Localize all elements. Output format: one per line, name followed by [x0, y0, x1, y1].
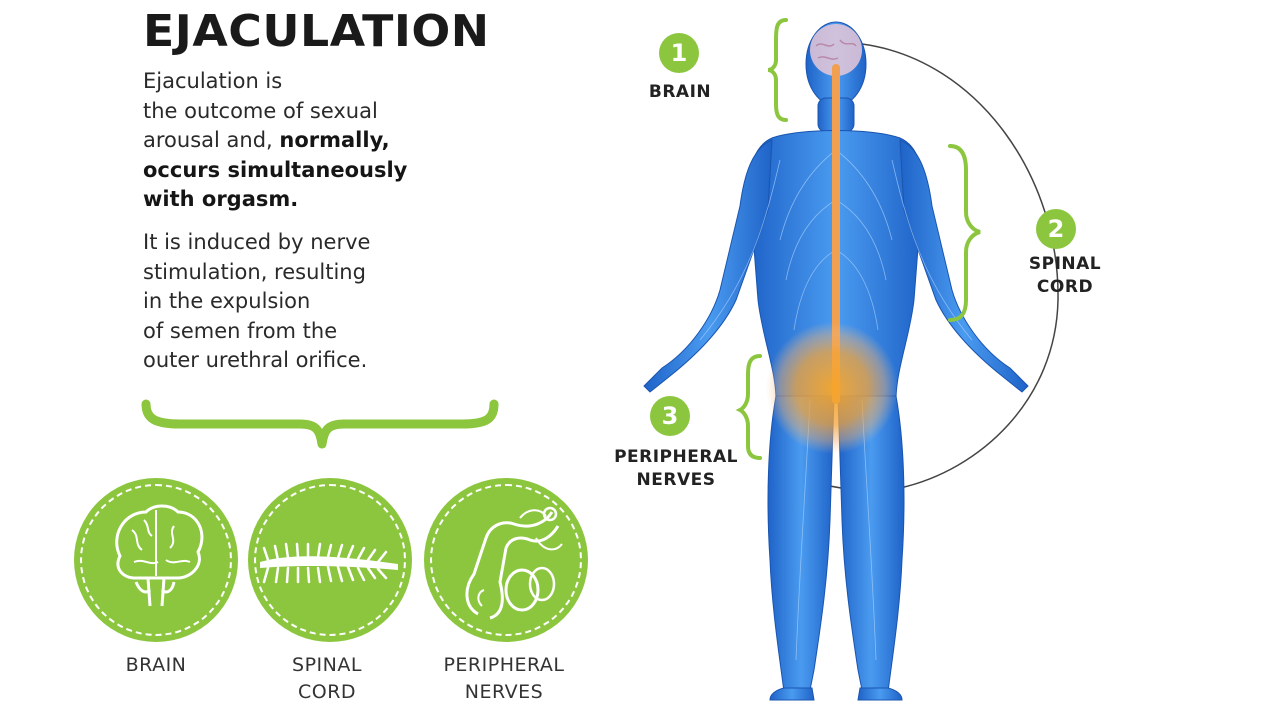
- spinal-cord-bracket: [948, 144, 981, 322]
- brain-icon: [115, 504, 204, 607]
- brain-bracket: [767, 18, 788, 122]
- icon-label-line: SPINAL: [292, 654, 362, 676]
- description-line: outer urethral orifice.: [143, 348, 368, 372]
- callout-label-peripheral-nerves: PERIPHERAL NERVES: [596, 446, 756, 492]
- icon-label-line: PERIPHERAL: [443, 654, 565, 676]
- peripheral-nerves-icon: [465, 506, 563, 620]
- peripheral-nerves-bracket: [735, 354, 762, 460]
- callout-label-spinal-cord: SPINAL CORD: [1015, 253, 1115, 299]
- icon-label-line: BRAIN: [125, 654, 187, 676]
- circle-ring: [254, 484, 406, 636]
- callout-number-1: 1: [659, 33, 699, 73]
- intro-line: the outcome of sexual: [143, 98, 378, 123]
- callout-label-line: NERVES: [636, 470, 716, 490]
- right-leg: [837, 395, 905, 693]
- grouping-brace: [141, 399, 499, 449]
- brain-icon-circle: [74, 478, 238, 642]
- callout-number-2: 2: [1036, 209, 1076, 249]
- connector-arc: [861, 43, 1059, 489]
- intro-line-text: arousal and,: [143, 128, 273, 152]
- right-foot: [857, 687, 903, 701]
- description-line: It is induced by nerve: [143, 230, 371, 254]
- intro-bold-inline: normally,: [279, 128, 390, 152]
- spinal-cord-icon: [260, 542, 398, 584]
- icon-label-spinal-cord: SPINAL CORD: [227, 652, 427, 706]
- intro-bold-line: occurs simultaneously: [143, 157, 408, 182]
- intro-line: Ejaculation is: [143, 69, 283, 93]
- intro-bold-line: with orgasm.: [143, 187, 299, 211]
- callout-label-line: CORD: [1036, 277, 1094, 297]
- callout-label-line: BRAIN: [648, 82, 712, 102]
- icon-label-line: CORD: [297, 681, 357, 703]
- spinal-cord: [832, 64, 840, 404]
- peripheral-nerves-icon-circle: [424, 478, 588, 642]
- description-line: stimulation, resulting: [143, 259, 366, 284]
- description-line: of semen from the: [143, 318, 338, 343]
- circle-ring: [430, 484, 582, 636]
- circle-ring: [80, 484, 232, 636]
- page-title: EJACULATION: [143, 6, 490, 57]
- callout-number-3: 3: [650, 396, 690, 436]
- intro-line: arousal and, normally,: [143, 126, 407, 156]
- callout-label-line: PERIPHERAL: [614, 447, 738, 467]
- callout-label-brain: BRAIN: [630, 81, 730, 104]
- icon-label-peripheral-nerves: PERIPHERAL NERVES: [404, 652, 604, 706]
- intro-paragraph: Ejaculation is the outcome of sexual aro…: [143, 67, 407, 215]
- left-leg: [767, 395, 835, 693]
- brain: [810, 24, 862, 76]
- icon-label-brain: BRAIN: [56, 652, 256, 679]
- description-paragraph: It is induced by nerve stimulation, resu…: [143, 228, 370, 376]
- left-foot: [769, 687, 815, 701]
- description-line: in the expulsion: [143, 289, 311, 313]
- left-arm: [643, 139, 773, 393]
- human-body-illustration: [643, 18, 1059, 701]
- callout-label-line: SPINAL: [1028, 254, 1102, 274]
- spinal-cord-icon-circle: [248, 478, 412, 642]
- pelvic-glow: [766, 322, 898, 454]
- icon-label-line: NERVES: [464, 681, 544, 703]
